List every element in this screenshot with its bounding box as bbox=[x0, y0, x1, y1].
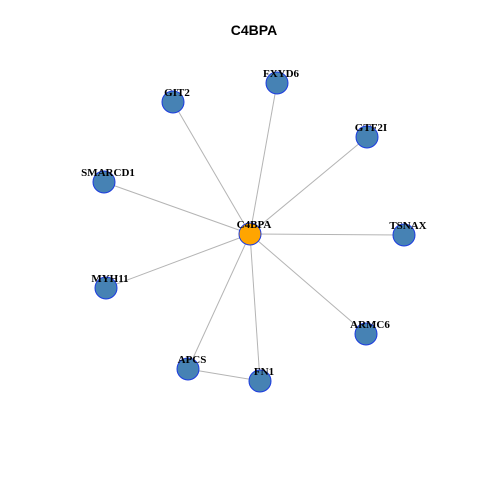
node-label-gtf2i: GTF2I bbox=[355, 122, 387, 134]
node-circle-myh11 bbox=[94, 276, 118, 300]
node-git2: GIT2 bbox=[161, 87, 190, 114]
node-label-tsnax: TSNAX bbox=[389, 220, 426, 232]
edge-c4bpa-fxyd6 bbox=[249, 82, 278, 235]
edge-c4bpa-armc6 bbox=[249, 233, 367, 335]
diagram-title: C4BPA bbox=[231, 22, 277, 38]
node-fn1: FN1 bbox=[248, 366, 274, 393]
node-c4bpa: C4BPA bbox=[237, 219, 272, 246]
node-fxyd6: FXYD6 bbox=[263, 68, 300, 95]
node-circle-fn1 bbox=[248, 369, 272, 393]
edge-c4bpa-tsnax bbox=[249, 233, 405, 236]
node-circle-git2 bbox=[161, 90, 185, 114]
node-tsnax: TSNAX bbox=[389, 220, 427, 247]
node-myh11: MYH11 bbox=[91, 273, 129, 300]
node-label-git2: GIT2 bbox=[164, 87, 190, 99]
node-label-apcs: APCS bbox=[178, 354, 207, 366]
node-apcs: APCS bbox=[176, 354, 207, 381]
node-label-smarcd1: SMARCD1 bbox=[81, 167, 135, 179]
edge-layer bbox=[103, 82, 405, 382]
node-circle-apcs bbox=[176, 357, 200, 381]
edge-c4bpa-myh11 bbox=[105, 233, 251, 289]
edge-apcs-fn1 bbox=[187, 368, 261, 382]
node-circle-fxyd6 bbox=[265, 71, 289, 95]
node-circle-armc6 bbox=[354, 322, 378, 346]
node-circle-gtf2i bbox=[355, 125, 379, 149]
node-label-fn1: FN1 bbox=[254, 366, 274, 378]
edge-c4bpa-git2 bbox=[172, 101, 251, 235]
node-label-myh11: MYH11 bbox=[91, 273, 128, 285]
node-label-c4bpa: C4BPA bbox=[237, 219, 272, 231]
node-label-fxyd6: FXYD6 bbox=[263, 68, 300, 80]
node-smarcd1: SMARCD1 bbox=[81, 167, 135, 194]
node-circle-tsnax bbox=[392, 223, 416, 247]
edge-c4bpa-apcs bbox=[187, 233, 251, 370]
edge-c4bpa-smarcd1 bbox=[103, 181, 251, 235]
edge-c4bpa-gtf2i bbox=[249, 136, 368, 235]
node-label-armc6: ARMC6 bbox=[350, 319, 390, 331]
node-circle-c4bpa bbox=[238, 222, 262, 246]
node-circle-smarcd1 bbox=[92, 170, 116, 194]
node-armc6: ARMC6 bbox=[350, 319, 390, 346]
node-gtf2i: GTF2I bbox=[355, 122, 387, 149]
edge-c4bpa-fn1 bbox=[249, 233, 261, 382]
